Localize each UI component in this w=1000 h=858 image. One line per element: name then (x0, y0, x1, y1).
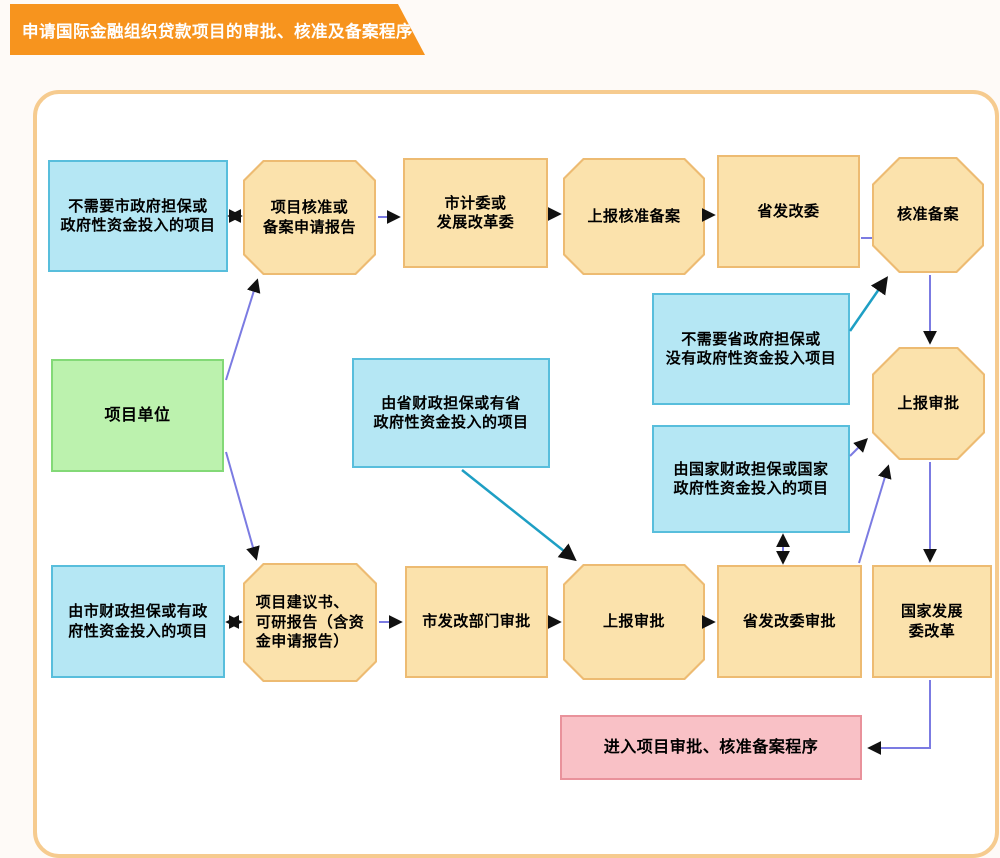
octagon-fill (874, 159, 982, 271)
node-submit-approval-filing: 上报核准备案 (563, 158, 705, 275)
node-project-unit: 项目单位 (51, 359, 224, 472)
node-national-guarantee: 由国家财政担保或国家 政府性资金投入的项目 (652, 425, 850, 533)
node-submit-approval-right: 上报审批 (872, 347, 985, 460)
node-approval-filing: 核准备案 (872, 157, 984, 273)
node-city-planning: 市计委或 发展改革委 (403, 158, 548, 268)
node-no-provincial-guarantee: 不需要省政府担保或 没有政府性资金投入项目 (652, 293, 850, 405)
node-provincial-guarantee: 由省财政担保或有省 政府性资金投入的项目 (352, 358, 550, 468)
header-banner: 申请国际金融组织贷款项目的审批、核准及备案程序 (10, 4, 425, 55)
node-city-guarantee: 由市财政担保或有政 府性资金投入的项目 (51, 565, 225, 678)
node-provincial-drc: 省发改委 (717, 155, 860, 268)
node-submit-approval-bottom: 上报审批 (563, 564, 705, 680)
page-title: 申请国际金融组织贷款项目的审批、核准及备案程序 (22, 21, 413, 41)
node-provincial-drc-approval: 省发改委审批 (717, 565, 862, 678)
octagon-fill (565, 566, 703, 678)
node-city-drc-approval: 市发改部门审批 (405, 566, 548, 678)
node-enter-procedure: 进入项目审批、核准备案程序 (560, 715, 862, 780)
node-project-proposal: 项目建议书、 可研报告（含资 金申请报告） (243, 563, 377, 682)
octagon-fill (565, 160, 703, 273)
octagon-fill (874, 349, 983, 458)
octagon-fill (245, 162, 374, 273)
node-national-drc: 国家发展 委改革 (872, 565, 992, 678)
octagon-fill (245, 565, 375, 680)
node-approval-report: 项目核准或 备案申请报告 (243, 160, 376, 275)
node-no-city-guarantee: 不需要市政府担保或 政府性资金投入的项目 (48, 160, 228, 272)
